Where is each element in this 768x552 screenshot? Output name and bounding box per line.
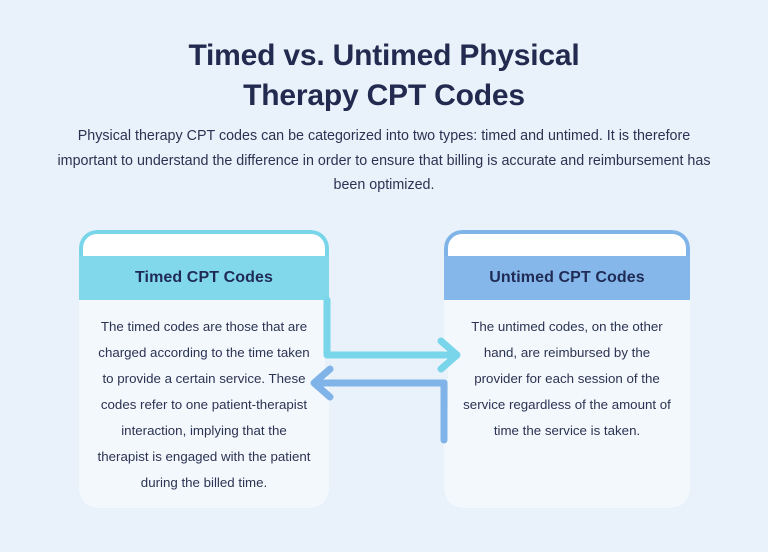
arrow-timed-to-untimed [323,296,461,373]
card-timed-body-text: The timed codes are those that are charg… [79,300,329,508]
card-untimed-connector-gap [440,363,448,405]
page-title: Timed vs. Untimed Physical Therapy CPT C… [84,36,684,116]
page-title-line-1: Timed vs. Untimed Physical [188,39,580,72]
page-title-line-2: Therapy CPT Codes [243,78,525,112]
card-untimed-heading: Untimed CPT Codes [444,256,690,300]
arrow-untimed-to-timed [310,365,448,444]
card-timed-connector-gap [325,337,333,377]
card-timed-heading: Timed CPT Codes [79,256,329,300]
card-timed-cpt-codes: Timed CPT Codes The timed codes are thos… [79,230,329,508]
card-untimed-body-text: The untimed codes, on the other hand, ar… [444,300,690,508]
page-subtitle: Physical therapy CPT codes can be catego… [57,128,711,194]
card-untimed-cpt-codes: Untimed CPT Codes The untimed codes, on … [444,230,690,508]
